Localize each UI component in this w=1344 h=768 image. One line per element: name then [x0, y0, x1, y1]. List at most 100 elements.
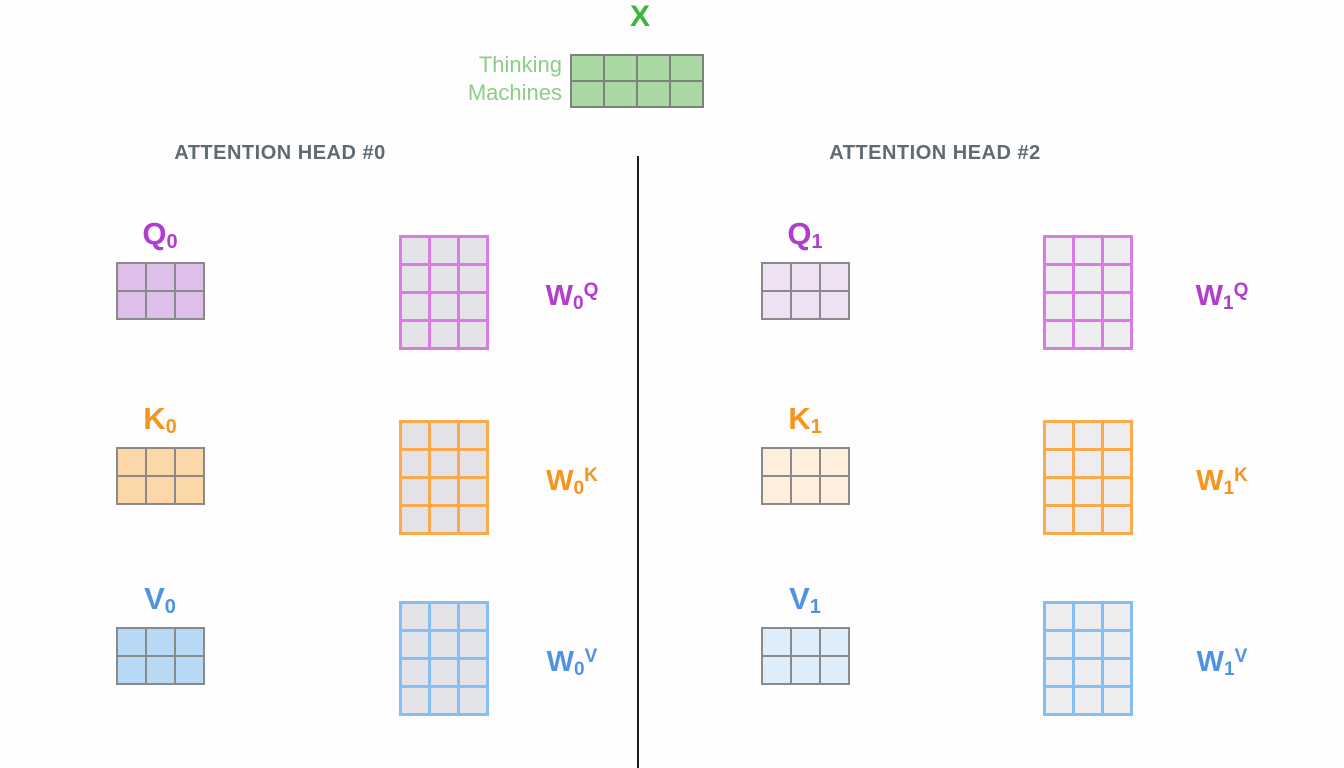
matrix-cell	[1104, 322, 1130, 347]
attention-head-0-title: ATTENTION HEAD #0	[174, 142, 386, 164]
q1-matrix	[761, 262, 850, 320]
matrix-cell	[118, 449, 145, 475]
matrix-cell	[431, 660, 457, 685]
attention-head-2-title: ATTENTION HEAD #2	[829, 142, 1041, 164]
matrix-cell	[118, 629, 145, 655]
matrix-cell	[431, 507, 457, 532]
matrix-cell	[605, 82, 636, 106]
w1k-weight-matrix	[1043, 420, 1133, 535]
q1-label: Q1	[759, 216, 851, 253]
matrix-cell	[1046, 660, 1072, 685]
matrix-cell	[821, 657, 848, 683]
matrix-cell	[1075, 479, 1101, 504]
w1q-label-superscript: Q	[1233, 280, 1249, 301]
matrix-cell	[1075, 604, 1101, 629]
matrix-cell	[460, 423, 486, 448]
matrix-cell	[763, 264, 790, 290]
matrix-cell	[1104, 423, 1130, 448]
matrix-cell	[1075, 507, 1101, 532]
matrix-cell	[460, 322, 486, 347]
w1v-weight-matrix	[1043, 601, 1133, 716]
q0-matrix	[116, 262, 205, 320]
matrix-cell	[1075, 238, 1101, 263]
w1v-label: W1V	[1152, 646, 1292, 680]
w0k-weight-matrix	[399, 420, 489, 535]
matrix-cell	[460, 294, 486, 319]
matrix-cell	[1046, 451, 1072, 476]
matrix-cell	[402, 294, 428, 319]
matrix-cell	[1046, 294, 1072, 319]
matrix-cell	[431, 688, 457, 713]
matrix-cell	[147, 657, 174, 683]
matrix-cell	[1104, 266, 1130, 291]
matrix-cell	[1075, 322, 1101, 347]
w1q-label: W1Q	[1152, 280, 1292, 314]
matrix-cell	[821, 292, 848, 318]
matrix-cell	[1075, 632, 1101, 657]
matrix-cell	[572, 82, 603, 106]
matrix-cell	[176, 657, 203, 683]
matrix-cell	[147, 449, 174, 475]
matrix-cell	[763, 657, 790, 683]
matrix-cell	[763, 629, 790, 655]
matrix-cell	[1046, 266, 1072, 291]
matrix-cell	[1075, 294, 1101, 319]
q1-label-subscript: 1	[811, 231, 823, 253]
matrix-cell	[1046, 604, 1072, 629]
matrix-cell	[147, 292, 174, 318]
matrix-cell	[118, 264, 145, 290]
w1k-label-subscript: 1	[1223, 478, 1235, 499]
matrix-cell	[763, 477, 790, 503]
matrix-cell	[176, 449, 203, 475]
w0q-label-superscript: Q	[583, 280, 599, 301]
matrix-cell	[1075, 688, 1101, 713]
w1v-label-base: W	[1196, 646, 1225, 678]
matrix-cell	[431, 479, 457, 504]
matrix-cell	[821, 629, 848, 655]
v0-label-base: V	[144, 581, 165, 616]
matrix-cell	[1104, 238, 1130, 263]
matrix-cell	[763, 292, 790, 318]
matrix-cell	[460, 632, 486, 657]
w0q-label: W0Q	[502, 280, 642, 314]
matrix-cell	[1104, 632, 1130, 657]
matrix-cell	[1104, 688, 1130, 713]
matrix-cell	[176, 477, 203, 503]
matrix-cell	[431, 294, 457, 319]
matrix-cell	[572, 56, 603, 80]
matrix-cell	[671, 82, 702, 106]
matrix-cell	[460, 507, 486, 532]
w0k-label-superscript: K	[584, 465, 598, 486]
matrix-cell	[460, 451, 486, 476]
matrix-cell	[431, 632, 457, 657]
matrix-cell	[147, 477, 174, 503]
matrix-cell	[460, 266, 486, 291]
matrix-cell	[792, 292, 819, 318]
matrix-cell	[118, 477, 145, 503]
matrix-cell	[402, 423, 428, 448]
matrix-cell	[1075, 266, 1101, 291]
matrix-cell	[460, 688, 486, 713]
matrix-cell	[460, 660, 486, 685]
k0-label-base: K	[143, 401, 166, 436]
matrix-cell	[605, 56, 636, 80]
matrix-cell	[638, 56, 669, 80]
v1-label-base: V	[789, 581, 810, 616]
v1-matrix	[761, 627, 850, 685]
matrix-cell	[1104, 660, 1130, 685]
matrix-cell	[118, 657, 145, 683]
w1v-label-subscript: 1	[1224, 659, 1235, 680]
matrix-cell	[460, 604, 486, 629]
q0-label-subscript: 0	[166, 231, 178, 253]
matrix-cell	[176, 264, 203, 290]
w0k-label-base: W	[546, 465, 574, 497]
matrix-cell	[402, 322, 428, 347]
matrix-cell	[1075, 660, 1101, 685]
matrix-cell	[763, 449, 790, 475]
matrix-cell	[792, 629, 819, 655]
matrix-cell	[431, 423, 457, 448]
matrix-cell	[792, 449, 819, 475]
w0v-label-subscript: 0	[574, 659, 585, 680]
matrix-cell	[1046, 238, 1072, 263]
